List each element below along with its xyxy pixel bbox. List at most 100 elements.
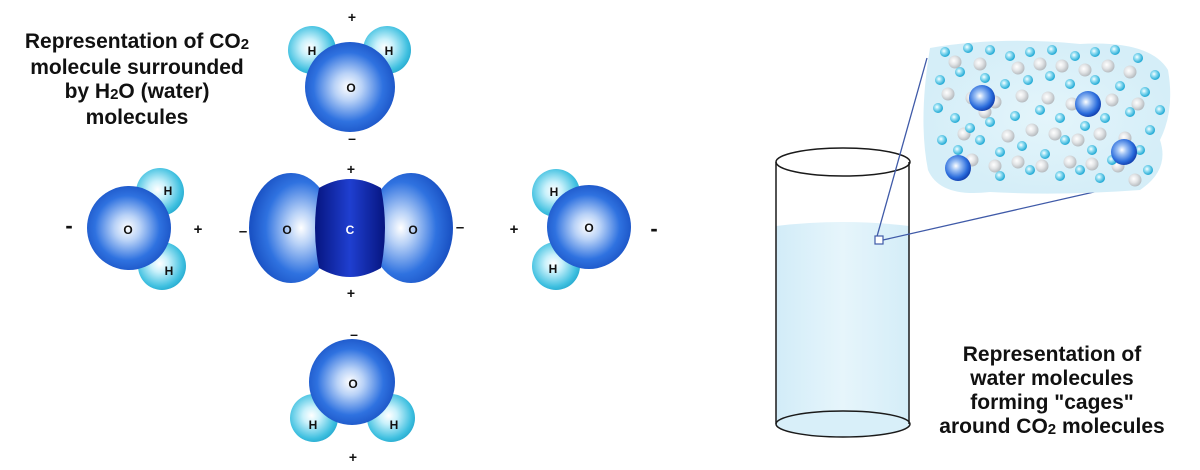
cage-oxygen-sphere bbox=[1095, 173, 1105, 183]
caption-water-cages: Representation of water molecules formin… bbox=[918, 343, 1186, 441]
cage-oxygen-sphere bbox=[1045, 71, 1055, 81]
hydrogen-label: H bbox=[550, 185, 559, 199]
positive-charge: + bbox=[349, 449, 357, 465]
water-molecule-left: H H O - + bbox=[65, 168, 203, 290]
oxygen-label: O bbox=[408, 223, 417, 237]
positive-charge: + bbox=[348, 9, 356, 25]
oxygen-atom bbox=[87, 186, 171, 270]
hydrogen-label: H bbox=[165, 264, 174, 278]
cage-hydrogen-sphere bbox=[1063, 155, 1077, 169]
cage-oxygen-sphere bbox=[1087, 145, 1097, 155]
cage-oxygen-sphere bbox=[1150, 70, 1160, 80]
cage-hydrogen-sphere bbox=[1055, 59, 1069, 73]
co2-molecule: O C O + + – – bbox=[239, 161, 464, 301]
caption-line: forming "cages" bbox=[970, 391, 1134, 414]
hydrogen-label: H bbox=[308, 44, 317, 58]
cage-hydrogen-sphere bbox=[973, 57, 987, 71]
cage-oxygen-sphere bbox=[995, 171, 1005, 181]
water-fill bbox=[776, 222, 909, 431]
cage-oxygen-sphere bbox=[1025, 47, 1035, 57]
positive-charge: + bbox=[347, 285, 355, 301]
glass-rim bbox=[775, 147, 911, 177]
oxygen-label: O bbox=[348, 377, 357, 391]
cage-oxygen-sphere bbox=[1110, 45, 1120, 55]
cage-inset bbox=[923, 40, 1171, 194]
cage-hydrogen-sphere bbox=[1105, 93, 1119, 107]
cage-hydrogen-sphere bbox=[1001, 129, 1015, 143]
caption-subscript: 2 bbox=[240, 36, 250, 53]
oxygen-atom bbox=[249, 173, 333, 283]
cage-oxygen-sphere bbox=[1070, 51, 1080, 61]
cage-oxygen-sphere bbox=[1090, 75, 1100, 85]
cage-hydrogen-sphere bbox=[1093, 127, 1107, 141]
zoom-line bbox=[875, 57, 928, 241]
cage-hydrogen-sphere bbox=[1011, 61, 1025, 75]
cage-hydrogen-sphere bbox=[1033, 57, 1047, 71]
carbon-atom bbox=[315, 179, 385, 277]
cage-hydrogen-sphere bbox=[1131, 97, 1145, 111]
zoom-selection-box bbox=[874, 235, 884, 245]
cage-oxygen-sphere bbox=[985, 45, 995, 55]
water-molecule-top: H H O + – bbox=[288, 9, 411, 146]
oxygen-label: O bbox=[584, 221, 593, 235]
caption-line: water molecules bbox=[970, 367, 1134, 390]
oxygen-atom bbox=[305, 42, 395, 132]
cage-oxygen-sphere bbox=[1000, 79, 1010, 89]
cage-oxygen-sphere bbox=[1035, 105, 1045, 115]
hydrogen-label: H bbox=[385, 44, 394, 58]
hydrogen-label: H bbox=[309, 418, 318, 432]
cage-oxygen-sphere bbox=[1017, 141, 1027, 151]
water-glass bbox=[775, 147, 911, 438]
cage-oxygen-sphere bbox=[935, 75, 945, 85]
caption-co2-surrounded: Representation of CO2 molecule surrounde… bbox=[6, 30, 268, 130]
cage-hydrogen-sphere bbox=[1101, 59, 1115, 73]
negative-charge: – bbox=[350, 326, 358, 342]
cage-hydrogen-sphere bbox=[941, 87, 955, 101]
caption-text: by H bbox=[64, 80, 111, 103]
cage-hydrogen-sphere bbox=[1011, 155, 1025, 169]
cage-oxygen-sphere bbox=[1115, 81, 1125, 91]
positive-charge: + bbox=[194, 221, 203, 238]
cage-oxygen-sphere bbox=[1080, 121, 1090, 131]
cage-hydrogen-sphere bbox=[988, 159, 1002, 173]
cage-hydrogen-sphere bbox=[1065, 97, 1079, 111]
cage-hydrogen-sphere bbox=[1035, 159, 1049, 173]
cage-oxygen-sphere bbox=[1055, 171, 1065, 181]
cage-hydrogen-sphere bbox=[1015, 89, 1029, 103]
cage-oxygen-sphere bbox=[1065, 79, 1075, 89]
cage-oxygen-sphere bbox=[1060, 135, 1070, 145]
positive-charge: + bbox=[347, 161, 355, 177]
caption-line: around CO2 molecules bbox=[918, 415, 1186, 441]
caption-text: around CO bbox=[939, 415, 1048, 438]
cage-hydrogen-sphere bbox=[1123, 65, 1137, 79]
cage-oxygen-sphere bbox=[1100, 113, 1110, 123]
cage-oxygen-sphere bbox=[950, 113, 960, 123]
caption-line: molecules bbox=[85, 106, 189, 129]
water-molecule-bottom: H H O – + bbox=[290, 326, 415, 465]
cage-oxygen-sphere bbox=[1143, 165, 1153, 175]
negative-charge: – bbox=[348, 130, 356, 146]
caption-line: Representation of bbox=[962, 343, 1142, 366]
caption-line: molecule surrounded bbox=[30, 56, 244, 79]
caption-line: Representation of CO2 bbox=[6, 30, 268, 56]
cage-oxygen-sphere bbox=[965, 123, 975, 133]
oxygen-atom bbox=[369, 173, 453, 283]
cage-hydrogen-sphere bbox=[1085, 157, 1099, 171]
caption-subscript: 2 bbox=[1047, 421, 1057, 438]
positive-charge: + bbox=[510, 221, 519, 238]
cage-oxygen-sphere bbox=[985, 117, 995, 127]
cage-oxygen-sphere bbox=[937, 135, 947, 145]
hydrogen-label: H bbox=[164, 184, 173, 198]
cage-hydrogen-sphere bbox=[1078, 63, 1092, 77]
cage-oxygen-sphere bbox=[1135, 145, 1145, 155]
co2-sphere bbox=[969, 85, 995, 111]
cage-oxygen-sphere bbox=[1010, 111, 1020, 121]
cage-oxygen-sphere bbox=[1090, 47, 1100, 57]
cage-hydrogen-sphere bbox=[1071, 133, 1085, 147]
cage-oxygen-sphere bbox=[933, 103, 943, 113]
cage-oxygen-sphere bbox=[1047, 45, 1057, 55]
caption-subscript: 2 bbox=[110, 86, 119, 103]
cage-oxygen-sphere bbox=[975, 135, 985, 145]
negative-charge: – bbox=[456, 219, 464, 236]
